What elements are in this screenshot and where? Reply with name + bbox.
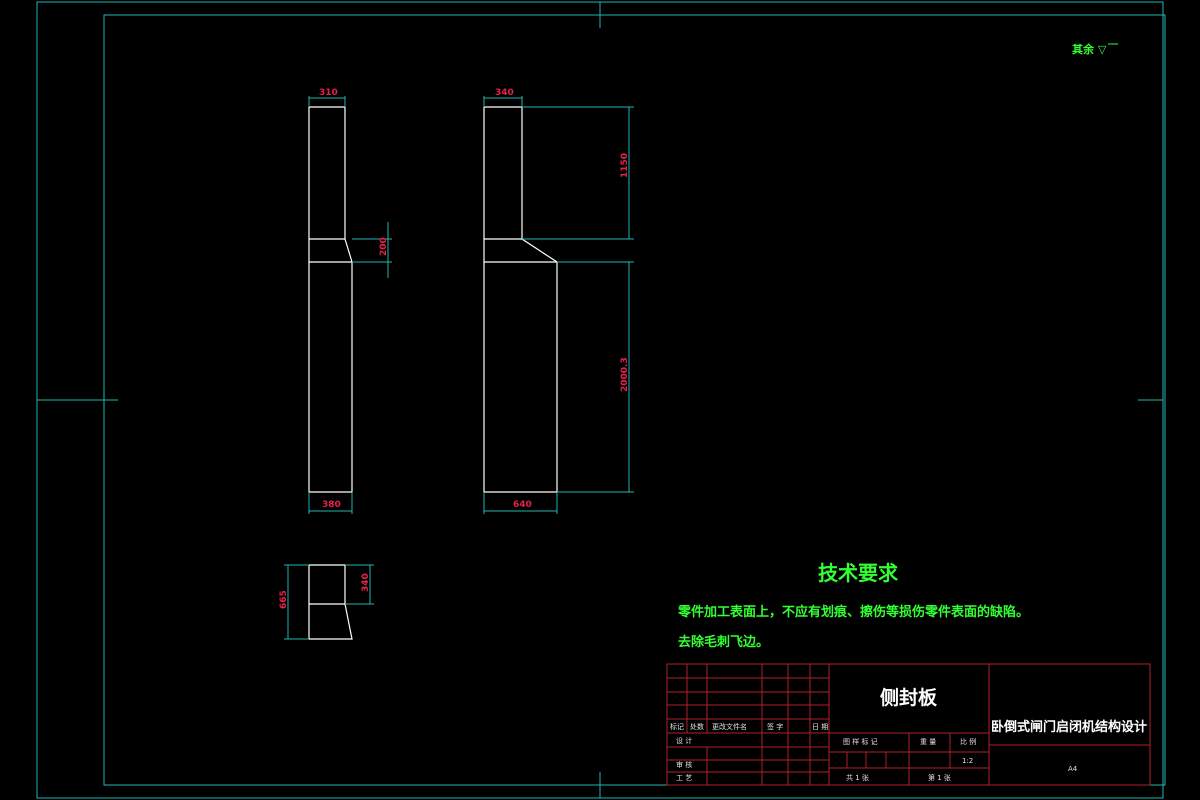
sheet-outer-border xyxy=(36,1,1164,799)
view-3: 665 340 xyxy=(279,564,374,640)
check-label: 审 核 xyxy=(676,760,692,769)
view2-lower-height-label: 2000.3 xyxy=(620,357,630,392)
title-block xyxy=(666,663,1151,786)
tech-requirements-title: 技术要求 xyxy=(818,561,899,585)
header-mark: 标记 xyxy=(670,722,684,731)
header-count: 处数 xyxy=(690,722,704,731)
scale-value: 1:2 xyxy=(962,757,973,765)
scale-label: 比 例 xyxy=(960,737,976,746)
weight-label: 重 量 xyxy=(920,738,936,746)
view-1: 310 200 380 xyxy=(308,88,392,514)
drawing-frame xyxy=(103,14,1166,786)
stage-mark-label: 图 样 标 记 xyxy=(843,737,878,746)
view3-height-label: 665 xyxy=(279,590,289,609)
view1-bottom-width-label: 380 xyxy=(322,500,341,510)
view3-upper-height-label: 340 xyxy=(361,573,371,592)
view1-top-width-label: 310 xyxy=(319,88,338,98)
view3-outline xyxy=(308,564,353,640)
view-2: 340 1150 2000.3 640 xyxy=(483,88,634,514)
view2-bottom-width-label: 640 xyxy=(513,500,532,510)
design-label: 设 计 xyxy=(676,736,692,745)
header-date: 日 期 xyxy=(812,723,828,731)
process-label: 工 艺 xyxy=(676,774,692,782)
sheet-number: 第 1 张 xyxy=(928,773,951,782)
material-label: A4 xyxy=(1068,765,1078,773)
part-name: 侧封板 xyxy=(880,686,938,709)
view2-outline xyxy=(483,106,558,493)
header-signature: 签 字 xyxy=(767,722,783,731)
view1-mid-height-label: 200 xyxy=(379,237,389,256)
tech-requirement-line-1: 零件加工表面上，不应有划痕、擦伤等损伤零件表面的缺陷。 xyxy=(677,604,1029,620)
corner-note: 其余 ▽ xyxy=(1072,42,1107,56)
view2-upper-height-label: 1150 xyxy=(620,153,630,178)
project-name: 卧倒式闸门启闭机结构设计 xyxy=(991,719,1147,735)
total-sheets: 共 1 张 xyxy=(846,773,869,782)
header-change-doc: 更改文件名 xyxy=(712,722,747,731)
view1-outline xyxy=(308,106,353,493)
tech-requirement-line-2: 去除毛刺飞边。 xyxy=(678,634,769,650)
view2-top-width-label: 340 xyxy=(495,88,514,98)
